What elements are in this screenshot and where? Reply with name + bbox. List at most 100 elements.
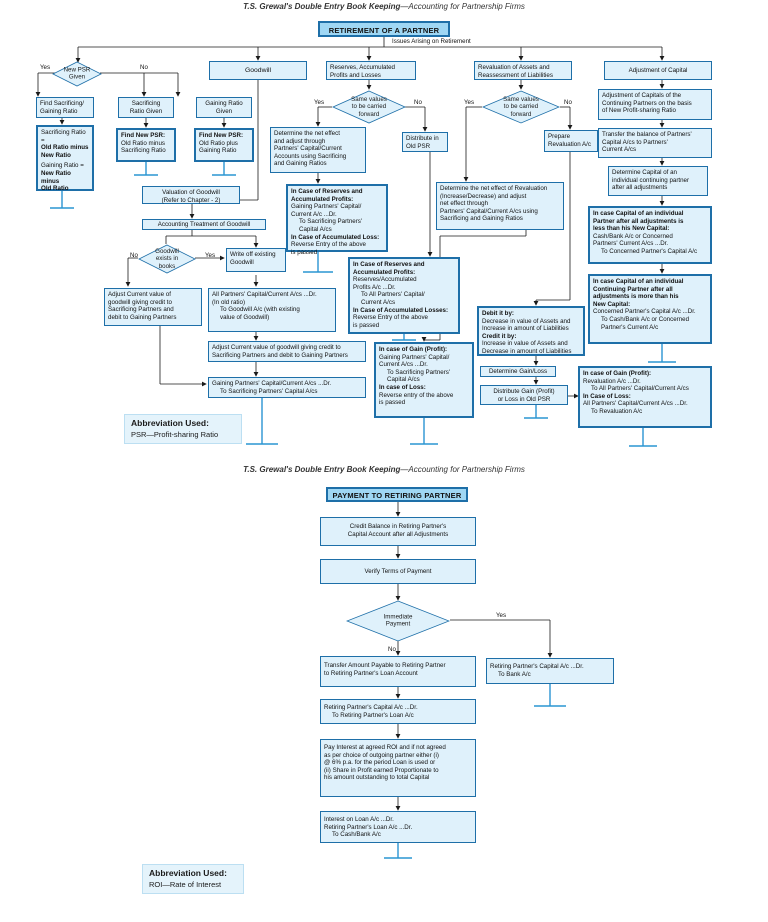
entry-line: All Partners' Capital/Current A/cs ...Dr… xyxy=(583,400,688,408)
entry-line: To Concerned Partner's Capital A/c xyxy=(601,247,698,255)
revaluation-same-values-decision: Same values to be carried forward xyxy=(481,90,561,124)
new-psr-no: No xyxy=(140,64,148,71)
write-off-box: Write off existing Goodwill xyxy=(226,248,286,272)
entry-line: Partner's Current A/c xyxy=(601,323,659,331)
entry-line: (In old ratio) xyxy=(212,298,246,306)
entry-line: Accumulated Profits: xyxy=(353,268,416,276)
entry-line: Debit it by: xyxy=(482,310,514,317)
goodwill-box: Goodwill xyxy=(209,61,307,80)
accounting-treatment-box: Accounting Treatment of Goodwill xyxy=(142,219,266,230)
entry-line: To Sacrificing Partners' Capital A/cs xyxy=(220,387,318,395)
rule-line: Sacrificing Ratio xyxy=(121,147,166,155)
determine-net-box: Determine the net effect and adjust thro… xyxy=(270,127,366,173)
entry-line: Interest on Loan A/c ...Dr. xyxy=(324,816,394,823)
abbreviation-text: PSR—Profit-sharing Ratio xyxy=(131,430,219,439)
ratio-rule-line: Gaining Ratio = xyxy=(41,162,84,170)
rule-line: Old Ratio minus xyxy=(121,139,166,147)
entry-line: In Case of Reserves and xyxy=(291,188,363,195)
entry-line: Cash/Bank A/c or Concerned xyxy=(593,232,673,240)
rule-line: Find New PSR: xyxy=(199,132,244,139)
abbreviation-roi: Abbreviation Used: ROI—Rate of Interest xyxy=(142,864,244,894)
entry-line: To Cash/Bank A/c xyxy=(332,831,381,839)
entry-line: Gaining Partners' Capital/Current A/cs .… xyxy=(212,380,332,387)
abbreviation-title: Abbreviation Used: xyxy=(131,418,209,428)
entry-line: adjustments is more than his xyxy=(593,293,679,301)
retirement-title: RETIREMENT OF A PARTNER xyxy=(318,21,450,37)
payment-yes: Yes xyxy=(496,612,507,619)
adjustment-capital-box: Adjustment of Capital xyxy=(604,61,712,80)
goodwill-no: No xyxy=(130,252,138,259)
entry-line: Gaining Partners' Capital/ xyxy=(291,203,362,211)
header-book-title: T.S. Grewal's Double Entry Book Keeping xyxy=(243,2,401,11)
gain-case-left-box: In case of Gain (Profit): Gaining Partne… xyxy=(374,342,474,418)
payment-no: No xyxy=(388,646,396,653)
same-values-text: Same values to be carried forward xyxy=(503,95,539,118)
ratio-rules-box: Sacrificing Ratio = Old Ratio minus New … xyxy=(36,125,94,192)
payment-title: PAYMENT TO RETIRING PARTNER xyxy=(326,487,468,502)
entry-line: To All Partners' Capital/Current A/cs xyxy=(591,385,689,393)
rule-line: Old Ratio plus xyxy=(199,139,238,147)
distribute-old-psr-box: Distribute in Old PSR xyxy=(402,132,448,152)
gaining-given-rule: Find New PSR: Old Ratio plus Gaining Rat… xyxy=(194,128,254,162)
goodwill-yes: Yes xyxy=(205,252,216,259)
entry-line: To All Partners' Capital/ xyxy=(361,291,425,299)
entry-line: All Partners' Capital/Current A/cs ...Dr… xyxy=(212,291,317,298)
same-values-text: Same values to be carried forward xyxy=(351,95,387,118)
distribute-case-box: In Case of Reserves and Accumulated Prof… xyxy=(348,257,460,334)
entry-line: Profits A/c ...Dr. xyxy=(353,283,396,291)
new-psr-yes: Yes xyxy=(40,64,51,71)
entry-line: To Sacrificing Partners' Capital A/cs xyxy=(299,218,363,233)
verify-terms-box: Verify Terms of Payment xyxy=(320,559,476,584)
entry-line: Current A/c ...Dr. xyxy=(291,210,337,218)
revaluation-box: Revaluation of Assets and Reassessment o… xyxy=(474,61,572,80)
header-separator: — xyxy=(400,465,409,474)
abbreviation-title: Abbreviation Used: xyxy=(149,868,227,878)
entry-line: Decrease in value of Assets and xyxy=(482,317,571,325)
entry-line: In Case of Accumulated Losses: xyxy=(353,306,449,314)
new-psr-decision: New PSR Given xyxy=(52,61,102,87)
entry-line: is passed xyxy=(379,399,406,407)
transfer-loan-box: Transfer Amount Payable to Retiring Part… xyxy=(320,656,476,687)
entry-line: is passed xyxy=(353,321,380,329)
header-separator: — xyxy=(400,2,409,11)
header-book-title: T.S. Grewal's Double Entry Book Keeping xyxy=(243,465,401,474)
goodwill-exists-text: Goodwill exists in books xyxy=(155,247,179,270)
determine-gain-box: Determine Gain/Loss xyxy=(480,366,556,377)
write-off-entry: All Partners' Capital/Current A/cs ...Dr… xyxy=(208,288,336,332)
entry-line: Credit it by: xyxy=(482,332,517,340)
entry-line: Revaluation A/c ...Dr. xyxy=(583,377,641,385)
entry-line: Reserves/Accumulated xyxy=(353,276,417,284)
entry-line: To Goodwill A/c (with existing xyxy=(220,306,300,314)
entry-line: In case Capital of an individual xyxy=(593,278,684,285)
rule-line: Gaining Ratio xyxy=(199,147,237,155)
find-ratio-box: Find Sacrificing/ Gaining Ratio xyxy=(36,97,94,118)
rule-line: Find New PSR: xyxy=(121,132,166,139)
entry-line: Partner after all adjustments is xyxy=(593,217,684,225)
debit-credit-box: Debit it by: Decrease in value of Assets… xyxy=(477,306,585,356)
bank-entry-box: Retiring Partner's Capital A/c ...Dr. To… xyxy=(486,658,614,684)
entry-line: In case of Gain (Profit): xyxy=(583,370,652,377)
reserves-box: Reserves, Accumulated Profits and Losses xyxy=(326,61,416,80)
entry-line: Concerned Partner's Capital A/c ...Dr. xyxy=(593,308,696,316)
gaining-given-box: Gaining Ratio Given xyxy=(196,97,252,118)
determine-reval-box: Determine the net effect of Revaluation … xyxy=(436,182,564,230)
entry-line: Capital A/cs xyxy=(387,376,420,384)
distribute-gain-box: Distribute Gain (Profit) or Loss in Old … xyxy=(480,385,568,405)
entry-line: Increase in value of Assets and xyxy=(482,340,568,348)
header-subtitle: Accounting for Partnership Firms xyxy=(408,465,525,474)
gain-case-right-box: In case of Gain (Profit): Revaluation A/… xyxy=(578,366,712,428)
goodwill-exists-decision: Goodwill exists in books xyxy=(138,244,196,274)
ratio-rule-line: Sacrificing Ratio = xyxy=(41,129,86,144)
entry-line: less than his New Capital: xyxy=(593,225,670,233)
reserves-yes: Yes xyxy=(314,99,325,106)
sacrificing-given-rule: Find New PSR: Old Ratio minus Sacrificin… xyxy=(116,128,176,162)
entry-line: Reverse Entry of the above xyxy=(291,241,366,249)
sacrificing-given-box: Sacrificing Ratio Given xyxy=(118,97,174,118)
reserves-case-box: In Case of Reserves and Accumulated Prof… xyxy=(286,184,388,256)
entry-line: To Cash/Bank A/c or Concerned xyxy=(601,315,690,323)
credit-balance-box: Credit Balance in Retiring Partner's Cap… xyxy=(320,517,476,546)
entry-line: Reverse entry of the above xyxy=(379,391,454,399)
entry-line: Retiring Partner's Capital A/c ...Dr. xyxy=(490,663,584,670)
entry-line: In Case of Accumulated Loss: xyxy=(291,233,380,241)
entry-line: Retiring Partner's Capital A/c ...Dr. xyxy=(324,704,418,711)
